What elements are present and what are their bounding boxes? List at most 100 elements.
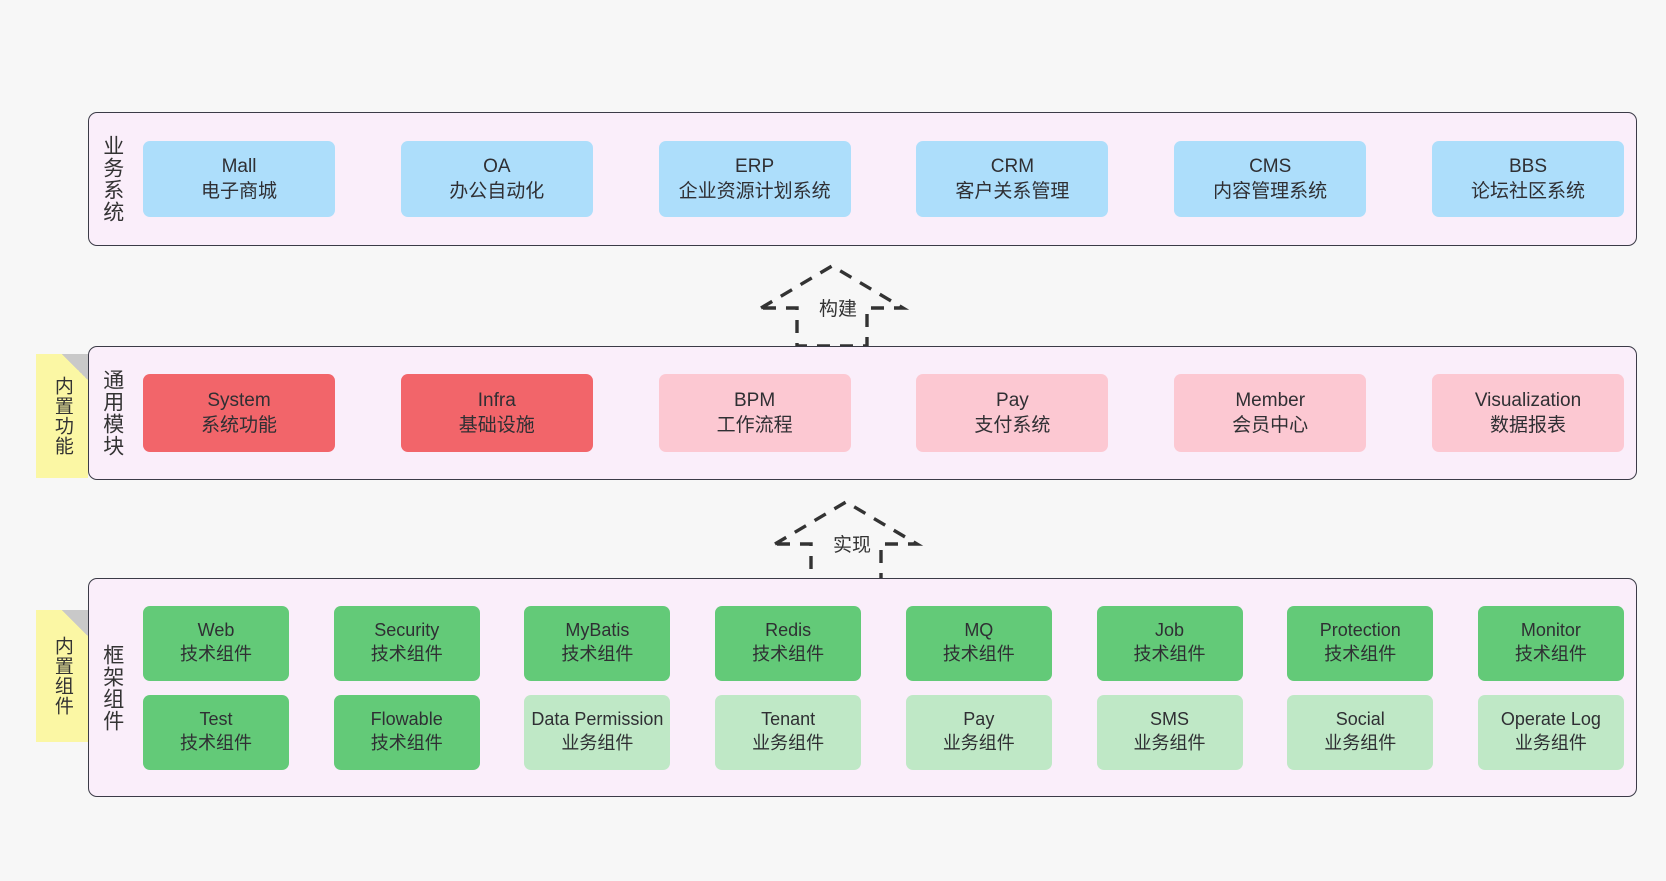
card-row: Mall 电子商城 OA 办公自动化 ERP 企业资源计划系统 CRM 客户关系… [143, 141, 1624, 217]
card-title-cn: 办公自动化 [449, 181, 545, 202]
connector-label-build: 构建 [817, 294, 860, 321]
layer-title-business: 业务系统 [100, 135, 124, 223]
connector-implement: 实现 [768, 494, 924, 584]
card-row: Web 技术组件 Security 技术组件 MyBatis 技术组件 Redi… [143, 605, 1624, 681]
card-title-cn: 业务组件 [561, 733, 634, 753]
sticky-note-builtin-components: 内置组件 [36, 610, 88, 742]
card-title-cn: 数据报表 [1489, 415, 1566, 436]
layer-common-modules: 通用模块 System 系统功能 Infra 基础设施 BPM 工作流程 Pay… [88, 346, 1637, 480]
card-sms[interactable]: SMS 业务组件 [1096, 694, 1243, 770]
card-visualization[interactable]: Visualization 数据报表 [1431, 374, 1624, 452]
card-title-en: Protection [1319, 620, 1401, 641]
connector-label-implement: 实现 [831, 530, 874, 557]
card-title-en: Member [1235, 389, 1306, 411]
page-fold-icon [62, 610, 88, 636]
card-title-en: BBS [1508, 155, 1547, 177]
layer-body-common: System 系统功能 Infra 基础设施 BPM 工作流程 Pay 支付系统… [135, 347, 1636, 479]
card-title-en: MQ [964, 620, 994, 641]
card-tenant[interactable]: Tenant 业务组件 [715, 694, 862, 770]
card-bbs[interactable]: BBS 论坛社区系统 [1431, 141, 1624, 217]
card-monitor[interactable]: Monitor 技术组件 [1477, 605, 1624, 681]
card-bpm[interactable]: BPM 工作流程 [658, 374, 851, 452]
card-title-cn: 电子商城 [200, 181, 277, 202]
card-title-cn: 企业资源计划系统 [678, 181, 831, 202]
card-pay[interactable]: Pay 支付系统 [916, 374, 1109, 452]
card-title-en: Web [197, 620, 235, 641]
sticky-note-label: 内置功能 [51, 376, 73, 456]
card-title-cn: 业务组件 [752, 733, 825, 753]
card-title-cn: 技术组件 [561, 644, 634, 664]
layer-body-business: Mall 电子商城 OA 办公自动化 ERP 企业资源计划系统 CRM 客户关系… [135, 113, 1636, 245]
card-title-en: Job [1155, 620, 1185, 641]
layer-business-systems: 业务系统 Mall 电子商城 OA 办公自动化 ERP 企业资源计划系统 CRM… [88, 112, 1637, 246]
card-pay-business[interactable]: Pay 业务组件 [905, 694, 1052, 770]
card-title-en: Operate Log [1500, 709, 1601, 730]
card-member[interactable]: Member 会员中心 [1174, 374, 1367, 452]
layer-title-common: 通用模块 [100, 369, 124, 457]
card-title-en: Visualization [1474, 389, 1582, 411]
card-protection[interactable]: Protection 技术组件 [1287, 605, 1434, 681]
card-title-en: Pay [996, 389, 1029, 411]
card-title-en: Test [199, 709, 233, 730]
card-infra[interactable]: Infra 基础设施 [400, 374, 593, 452]
card-title-en: OA [483, 155, 511, 177]
card-title-cn: 客户关系管理 [955, 181, 1070, 202]
card-mybatis[interactable]: MyBatis 技术组件 [524, 605, 671, 681]
card-title-en: BPM [734, 389, 776, 411]
card-title-en: Security [374, 620, 440, 641]
card-data-permission[interactable]: Data Permission 业务组件 [524, 694, 671, 770]
card-title-cn: 技术组件 [180, 644, 252, 664]
card-title-en: SMS [1150, 709, 1190, 730]
card-system[interactable]: System 系统功能 [143, 374, 335, 452]
card-title-cn: 业务组件 [1133, 733, 1206, 753]
card-title-en: Pay [963, 709, 995, 730]
card-title-en: Tenant [761, 709, 816, 730]
card-erp[interactable]: ERP 企业资源计划系统 [658, 141, 851, 217]
card-title-cn: 系统功能 [200, 415, 277, 436]
card-title-cn: 技术组件 [370, 644, 443, 664]
card-title-cn: 支付系统 [974, 415, 1051, 436]
card-title-cn: 技术组件 [1133, 644, 1206, 664]
card-test[interactable]: Test 技术组件 [143, 694, 289, 770]
card-title-en: System [207, 389, 271, 411]
card-title-cn: 论坛社区系统 [1470, 181, 1585, 202]
sticky-note-label: 内置组件 [51, 636, 73, 716]
card-title-en: ERP [735, 155, 775, 177]
card-title-cn: 业务组件 [942, 733, 1015, 753]
card-title-en: Flowable [370, 709, 443, 730]
card-title-en: CRM [990, 155, 1035, 177]
card-security[interactable]: Security 技术组件 [333, 605, 480, 681]
card-title-en: Monitor [1520, 620, 1581, 641]
card-job[interactable]: Job 技术组件 [1096, 605, 1243, 681]
card-title-en: Data Permission [531, 709, 664, 730]
card-title-en: Redis [765, 620, 812, 641]
card-cms[interactable]: CMS 内容管理系统 [1174, 141, 1367, 217]
card-title-cn: 业务组件 [1514, 733, 1587, 753]
card-mq[interactable]: MQ 技术组件 [905, 605, 1052, 681]
sticky-note-builtin-features: 内置功能 [36, 354, 88, 478]
card-title-cn: 技术组件 [180, 733, 252, 753]
card-operate-log[interactable]: Operate Log 业务组件 [1477, 694, 1624, 770]
card-mall[interactable]: Mall 电子商城 [143, 141, 335, 217]
card-oa[interactable]: OA 办公自动化 [400, 141, 593, 217]
card-title-cn: 技术组件 [942, 644, 1015, 664]
card-crm[interactable]: CRM 客户关系管理 [916, 141, 1109, 217]
card-title-cn: 内容管理系统 [1213, 181, 1328, 202]
card-title-en: CMS [1249, 155, 1292, 177]
layer-framework-components: 框架组件 Web 技术组件 Security 技术组件 MyBatis 技术组件… [88, 578, 1637, 797]
connector-build: 构建 [754, 258, 910, 348]
layer-body-framework: Web 技术组件 Security 技术组件 MyBatis 技术组件 Redi… [135, 579, 1636, 796]
card-title-en: Infra [477, 389, 516, 411]
card-title-cn: 工作流程 [716, 415, 793, 436]
card-title-cn: 技术组件 [1514, 644, 1587, 664]
card-social[interactable]: Social 业务组件 [1287, 694, 1434, 770]
card-title-cn: 业务组件 [1324, 733, 1397, 753]
card-web[interactable]: Web 技术组件 [143, 605, 289, 681]
card-redis[interactable]: Redis 技术组件 [715, 605, 862, 681]
card-title-cn: 技术组件 [1324, 644, 1397, 664]
card-title-en: Social [1335, 709, 1385, 730]
card-title-en: MyBatis [565, 620, 630, 641]
card-flowable[interactable]: Flowable 技术组件 [333, 694, 480, 770]
card-row: Test 技术组件 Flowable 技术组件 Data Permission … [143, 694, 1624, 770]
